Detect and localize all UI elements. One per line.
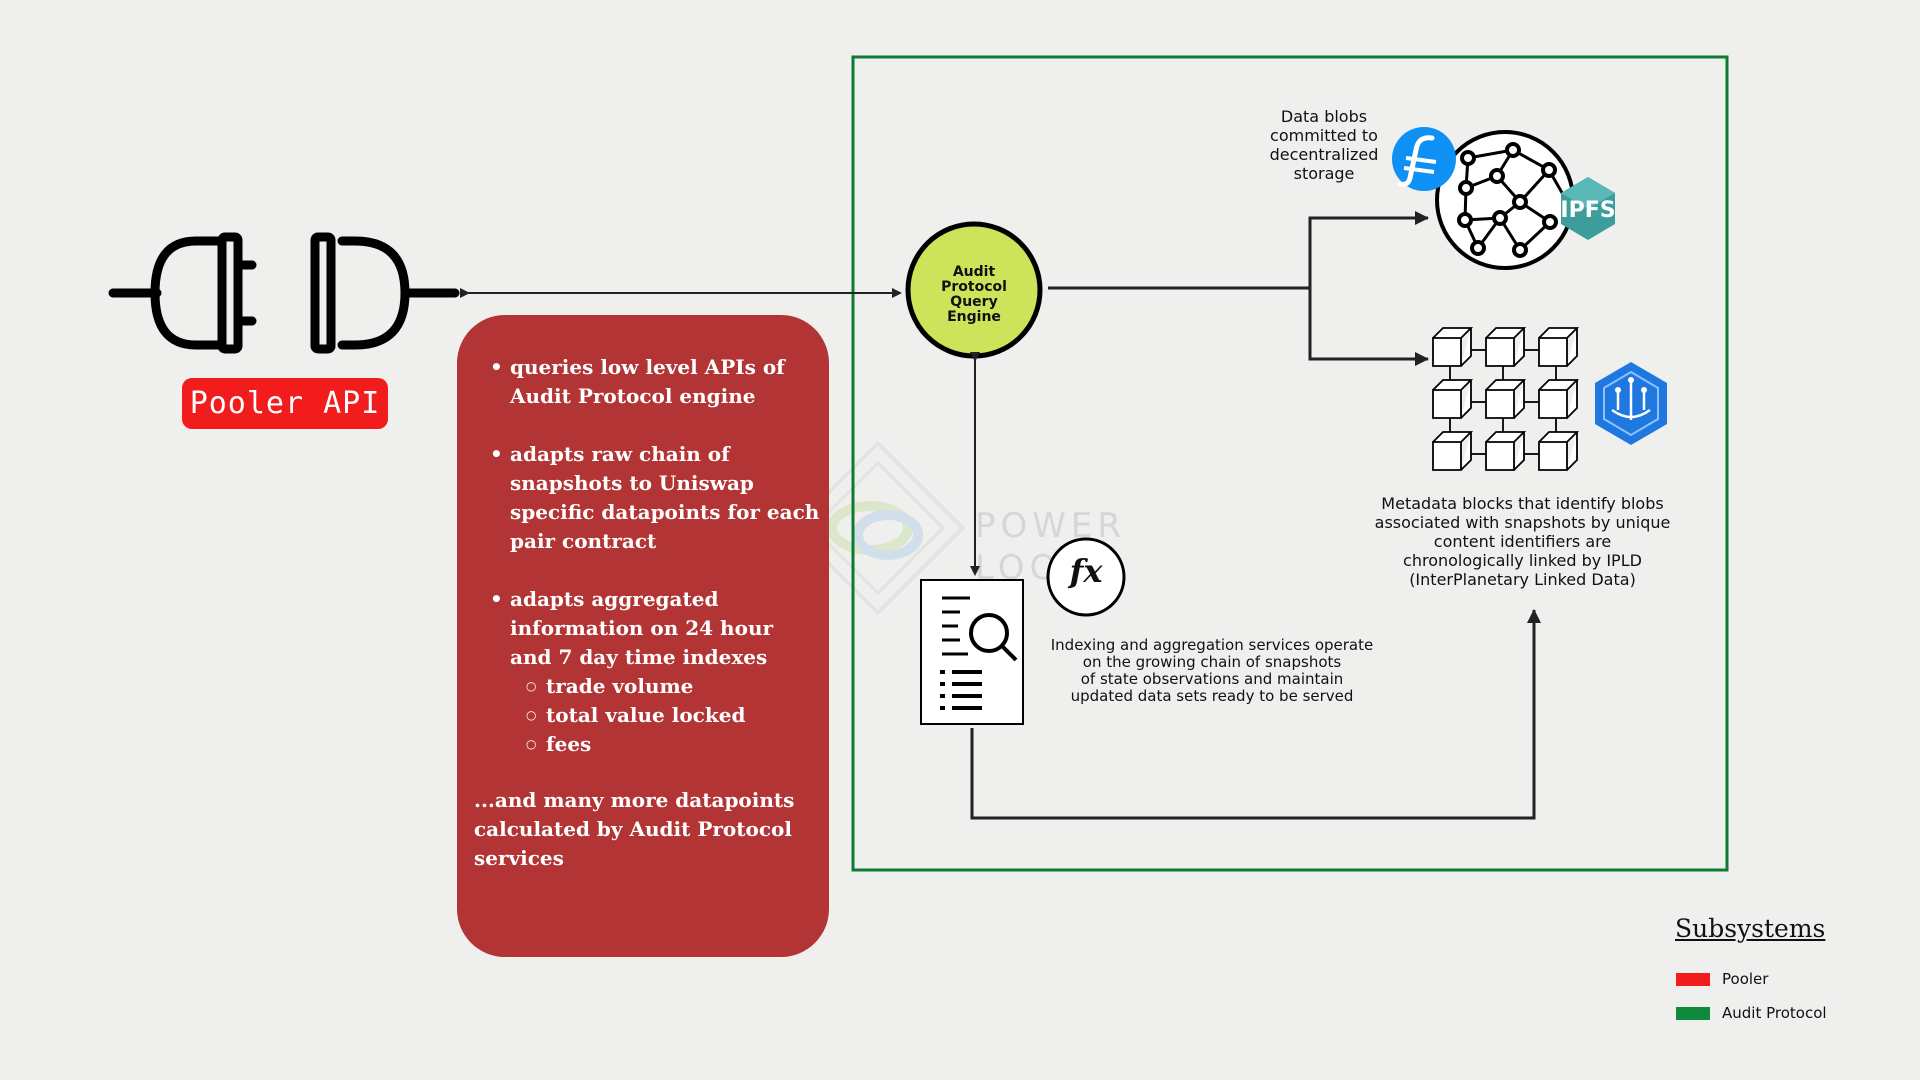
function-icon-label: fx: [1069, 552, 1103, 590]
engine-label-line: Protocol: [941, 279, 1007, 295]
plug-icon: [108, 232, 460, 354]
network-globe-icon: [1435, 130, 1575, 270]
legend-item-pooler: Pooler: [1676, 970, 1768, 988]
indexing-caption: Indexing and aggregation services operat…: [1030, 637, 1394, 705]
query-engine-label: Audit Protocol Query Engine: [924, 265, 1024, 325]
bullet-text: adapts raw chain of snapshots to Uniswap…: [510, 442, 820, 553]
bullet-item: adapts aggregated information on 24 hour…: [490, 585, 820, 759]
metadata-caption-line: content identifiers are: [1433, 532, 1612, 551]
storage-caption-line: decentralized: [1269, 145, 1379, 164]
legend-label: Pooler: [1722, 970, 1769, 988]
indexing-caption-line: Indexing and aggregation services operat…: [1050, 636, 1374, 654]
storage-caption-line: Data blobs: [1280, 107, 1368, 126]
metadata-blocks-icon: [1432, 327, 1580, 471]
indexing-caption-line: of state observations and maintain: [1080, 670, 1344, 688]
pooler-bullets: queries low level APIs of Audit Protocol…: [490, 353, 820, 759]
block-row-3: [1432, 431, 1580, 471]
indexing-caption-line: updated data sets ready to be served: [1070, 687, 1354, 705]
bullet-text: adapts aggregated information on 24 hour…: [510, 587, 774, 669]
sub-bullets: trade volume total value locked fees: [526, 672, 820, 759]
metadata-caption: Metadata blocks that identify blobs asso…: [1350, 494, 1695, 589]
pooler-description-box: queries low level APIs of Audit Protocol…: [457, 315, 829, 957]
document-search-icon: [920, 579, 1024, 725]
storage-caption: Data blobs committed to decentralized st…: [1254, 107, 1394, 183]
engine-label-line: Engine: [947, 309, 1001, 325]
ipfs-icon: [1561, 177, 1615, 240]
block-row-2: [1432, 379, 1580, 419]
engine-label-line: Audit: [952, 264, 996, 280]
function-icon: [1046, 537, 1126, 617]
watermark-logo: [790, 440, 966, 616]
filecoin-icon: [1392, 127, 1456, 191]
sub-bullet-item: fees: [526, 730, 820, 759]
metadata-caption-line: associated with snapshots by unique: [1374, 513, 1671, 532]
sub-bullet-item: total value locked: [526, 701, 820, 730]
ipld-icon: [1595, 362, 1667, 445]
legend-label: Audit Protocol: [1722, 1004, 1827, 1022]
bullet-item: adapts raw chain of snapshots to Uniswap…: [490, 440, 820, 556]
block-row-1: [1432, 327, 1580, 367]
legend-swatch-pooler: [1676, 972, 1710, 986]
metadata-caption-line: chronologically linked by IPLD: [1403, 551, 1642, 570]
storage-caption-line: committed to: [1270, 126, 1378, 145]
index-metadata-connector: [970, 609, 1541, 820]
metadata-caption-line: Metadata blocks that identify blobs: [1381, 494, 1664, 513]
indexing-caption-line: on the growing chain of snapshots: [1082, 653, 1342, 671]
audit-protocol-frame: [851, 55, 1729, 872]
bullet-text: queries low level APIs of Audit Protocol…: [510, 355, 785, 408]
ipfs-label: IPFS: [1560, 198, 1616, 223]
pooler-footer-text: ...and many more datapoints calculated b…: [474, 788, 795, 870]
sub-bullet-item: trade volume: [526, 672, 820, 701]
metadata-caption-line: (InterPlanetary Linked Data): [1409, 570, 1636, 589]
pooler-api-badge: Pooler API: [182, 378, 388, 429]
engine-label-line: Query: [950, 294, 998, 310]
legend-swatch-audit-protocol: [1676, 1006, 1710, 1020]
legend-item-audit-protocol: Audit Protocol: [1676, 1004, 1827, 1022]
legend-title: Subsystems: [1675, 914, 1826, 943]
engine-output-connectors: [1048, 211, 1429, 366]
bullet-item: queries low level APIs of Audit Protocol…: [490, 353, 820, 411]
storage-caption-line: storage: [1293, 164, 1355, 183]
